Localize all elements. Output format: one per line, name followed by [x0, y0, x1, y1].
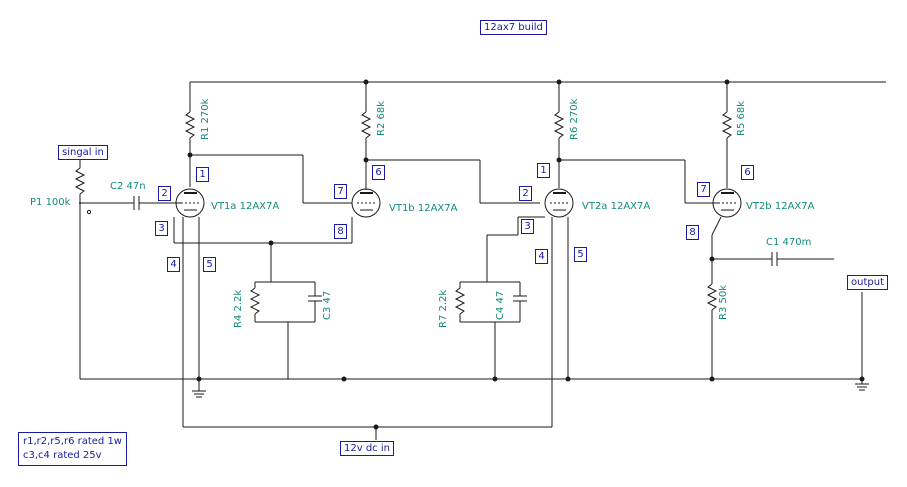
- r3-label: R3 50k: [718, 284, 729, 320]
- pin-3-vt1a: 3: [155, 221, 168, 236]
- pin-5-vt1a: 5: [203, 257, 216, 272]
- ratings-note-line-1: r1,r2,r5,r6 rated 1w: [23, 436, 122, 447]
- r7-label: R7 2.2k: [438, 289, 449, 328]
- r2-label: R2 68k: [376, 100, 387, 136]
- c3-label: C3 47: [322, 290, 333, 320]
- signal-in-label: singal in: [58, 145, 108, 160]
- vt1a-label: VT1a 12AX7A: [211, 201, 280, 212]
- p1-label: P1 100k: [30, 197, 71, 208]
- output-label: output: [847, 275, 888, 290]
- vt2b-label: VT2b 12AX7A: [746, 201, 815, 212]
- power-in-label: 12v dc in: [340, 441, 394, 456]
- pin-6-vt2b: 6: [741, 165, 754, 180]
- pin-3-vt2a: 3: [521, 219, 534, 234]
- pin-1-vt1a: 1: [196, 167, 209, 182]
- pin-2-vt2a: 2: [519, 186, 532, 201]
- ratings-note-line-2: c3,c4 rated 25v: [23, 450, 102, 461]
- vt1b-label: VT1b 12AX7A: [389, 203, 458, 214]
- c1-label: C1 470m: [766, 237, 812, 248]
- pin-8-vt2b: 8: [686, 225, 699, 240]
- pin-1-vt2a: 1: [537, 163, 550, 178]
- pin-7-vt2b: 7: [697, 182, 710, 197]
- pin-6-vt1b: 6: [372, 165, 385, 180]
- c4-label: C4 47: [495, 290, 506, 320]
- vt2a-label: VT2a 12AX7A: [582, 201, 651, 212]
- pin-8-vt1b: 8: [334, 224, 347, 239]
- r1-label: R1 270k: [200, 98, 211, 140]
- c2-label: C2 47n: [110, 181, 146, 192]
- ratings-note: r1,r2,r5,r6 rated 1w c3,c4 rated 25v: [18, 432, 127, 466]
- pin-7-vt1b: 7: [334, 184, 347, 199]
- pin-4-vt2a: 4: [535, 249, 548, 264]
- pin-4-vt1a: 4: [167, 257, 180, 272]
- r5-label: R5 68k: [736, 100, 747, 136]
- r6-label: R6 270k: [569, 98, 580, 140]
- pin-2-vt1a: 2: [158, 186, 171, 201]
- r4-label: R4 2.2k: [233, 289, 244, 328]
- title-label: 12ax7 build: [480, 20, 547, 35]
- pin-5-vt2a: 5: [574, 247, 587, 262]
